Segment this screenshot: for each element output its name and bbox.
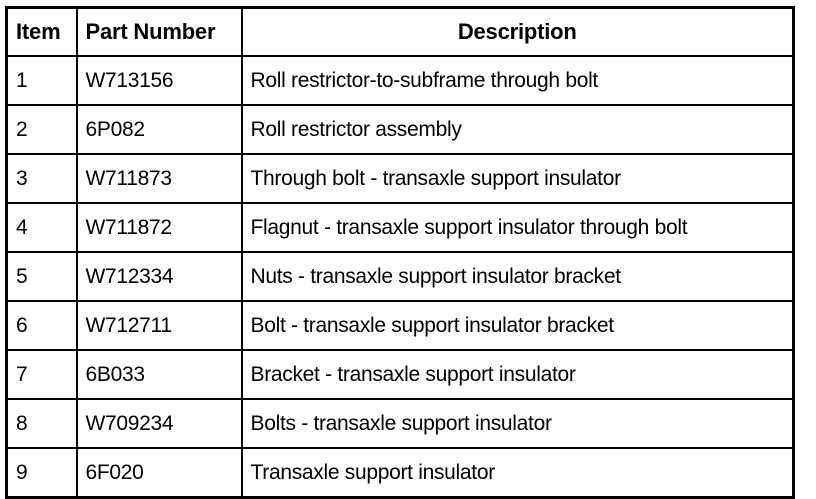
cell-item: 2 bbox=[5, 104, 78, 155]
cell-description: Bolt - transaxle support insulator brack… bbox=[240, 300, 795, 351]
table-row: 4 W711872 Flagnut - transaxle support in… bbox=[5, 202, 795, 253]
parts-list-table: Item Part Number Description 1 W713156 R… bbox=[5, 6, 795, 499]
cell-description: Roll restrictor assembly bbox=[240, 104, 795, 155]
table-row: 3 W711873 Through bolt - transaxle suppo… bbox=[5, 153, 795, 204]
cell-description: Roll restrictor-to-subframe through bolt bbox=[240, 55, 795, 106]
cell-description: Nuts - transaxle support insulator brack… bbox=[240, 251, 795, 302]
cell-item: 8 bbox=[5, 398, 78, 449]
cell-item: 7 bbox=[5, 349, 78, 400]
table-body: 1 W713156 Roll restrictor-to-subframe th… bbox=[5, 55, 795, 499]
table-row: 9 6F020 Transaxle support insulator bbox=[5, 447, 795, 499]
cell-part-number: 6B033 bbox=[75, 349, 243, 400]
cell-item: 3 bbox=[5, 153, 78, 204]
cell-part-number: 6F020 bbox=[75, 447, 243, 499]
cell-description: Flagnut - transaxle support insulator th… bbox=[240, 202, 795, 253]
cell-description: Bracket - transaxle support insulator bbox=[240, 349, 795, 400]
table-row: 2 6P082 Roll restrictor assembly bbox=[5, 104, 795, 155]
cell-description: Bolts - transaxle support insulator bbox=[240, 398, 795, 449]
cell-part-number: W712334 bbox=[75, 251, 243, 302]
cell-part-number: W713156 bbox=[75, 55, 243, 106]
column-header-item: Item bbox=[5, 6, 78, 57]
table-row: 5 W712334 Nuts - transaxle support insul… bbox=[5, 251, 795, 302]
table-row: 8 W709234 Bolts - transaxle support insu… bbox=[5, 398, 795, 449]
cell-item: 4 bbox=[5, 202, 78, 253]
cell-part-number: W711873 bbox=[75, 153, 243, 204]
table-header: Item Part Number Description bbox=[5, 6, 795, 57]
cell-item: 9 bbox=[5, 447, 78, 499]
column-header-part-number: Part Number bbox=[75, 6, 243, 57]
cell-item: 5 bbox=[5, 251, 78, 302]
cell-description: Transaxle support insulator bbox=[240, 447, 795, 499]
column-header-description: Description bbox=[240, 6, 795, 57]
cell-item: 6 bbox=[5, 300, 78, 351]
table-row: 7 6B033 Bracket - transaxle support insu… bbox=[5, 349, 795, 400]
cell-item: 1 bbox=[5, 55, 78, 106]
cell-part-number: W712711 bbox=[75, 300, 243, 351]
cell-description: Through bolt - transaxle support insulat… bbox=[240, 153, 795, 204]
cell-part-number: 6P082 bbox=[75, 104, 243, 155]
table-row: 1 W713156 Roll restrictor-to-subframe th… bbox=[5, 55, 795, 106]
cell-part-number: W709234 bbox=[75, 398, 243, 449]
cell-part-number: W711872 bbox=[75, 202, 243, 253]
table-row: 6 W712711 Bolt - transaxle support insul… bbox=[5, 300, 795, 351]
parts-table-container: Item Part Number Description 1 W713156 R… bbox=[5, 6, 795, 499]
table-header-row: Item Part Number Description bbox=[5, 6, 795, 57]
